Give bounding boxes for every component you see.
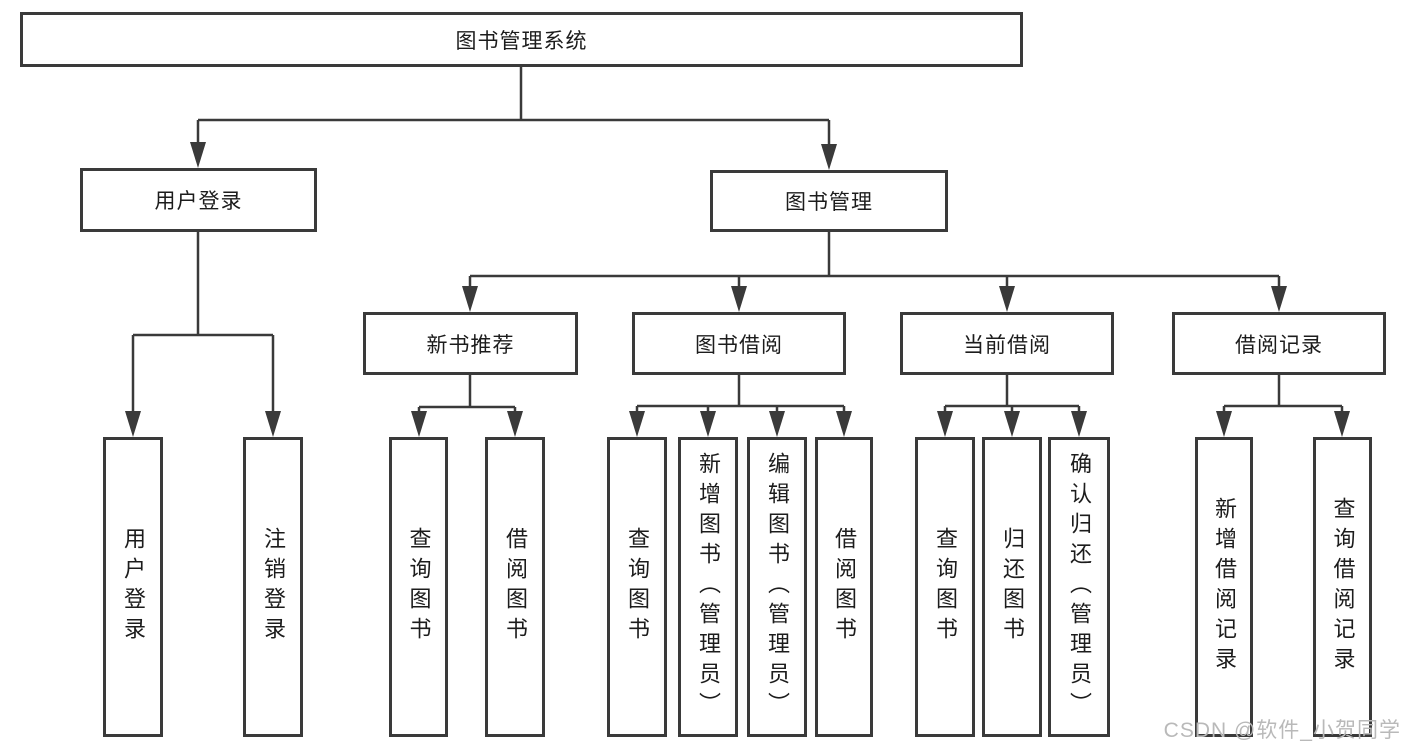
leaf-edit-books-admin: 编辑图书（管理员）	[747, 437, 807, 737]
node-label: 用户登录	[121, 527, 146, 647]
node-label: 借阅图书	[503, 527, 528, 647]
leaf-query-borrow-record: 查询借阅记录	[1313, 437, 1372, 737]
leaf-query-books-current: 查询图书	[915, 437, 975, 737]
node-label: 图书管理系统	[455, 29, 588, 53]
node-label: 查询图书	[406, 527, 432, 647]
node-label: 注销登录	[261, 527, 286, 647]
watermark: CSDN @软件_小贺同学	[1163, 719, 1401, 742]
leaf-user-login: 用户登录	[103, 437, 163, 737]
leaf-borrow-books-recommend: 借阅图书	[485, 437, 545, 737]
node-label: 图书借阅	[695, 333, 783, 357]
node-label: 归还图书	[1000, 527, 1025, 647]
node-borrowing-records: 借阅记录	[1172, 312, 1386, 375]
leaf-borrow-books: 借阅图书	[815, 437, 873, 737]
leaf-query-books-borrowing: 查询图书	[607, 437, 667, 737]
node-current-borrowing: 当前借阅	[900, 312, 1114, 375]
leaf-add-borrow-record: 新增借阅记录	[1195, 437, 1253, 737]
node-label: 编辑图书（管理员）	[765, 452, 790, 722]
leaf-confirm-return-admin: 确认归还（管理员）	[1048, 437, 1110, 737]
node-label: 查询图书	[625, 527, 650, 647]
node-library-management-system: 图书管理系统	[20, 12, 1023, 67]
node-book-borrowing: 图书借阅	[632, 312, 846, 375]
node-label: 新增借阅记录	[1212, 497, 1237, 677]
node-label: 查询图书	[933, 527, 958, 647]
node-new-book-recommendation: 新书推荐	[363, 312, 578, 375]
node-user-login-branch: 用户登录	[80, 168, 317, 232]
leaf-return-books: 归还图书	[982, 437, 1042, 737]
node-label: 新增图书（管理员）	[696, 452, 721, 722]
node-label: 当前借阅	[963, 333, 1051, 357]
node-label: 借阅记录	[1235, 333, 1323, 357]
node-label: 新书推荐	[426, 333, 515, 357]
node-label: 借阅图书	[832, 527, 857, 647]
node-label: 查询借阅记录	[1330, 497, 1356, 677]
node-book-management-branch: 图书管理	[710, 170, 948, 232]
node-label: 图书管理	[785, 191, 873, 214]
leaf-query-books-recommend: 查询图书	[389, 437, 448, 737]
leaf-add-books-admin: 新增图书（管理员）	[678, 437, 738, 737]
leaf-logout: 注销登录	[243, 437, 303, 737]
node-label: 用户登录	[154, 190, 243, 213]
node-label: 确认归还（管理员）	[1067, 452, 1092, 722]
